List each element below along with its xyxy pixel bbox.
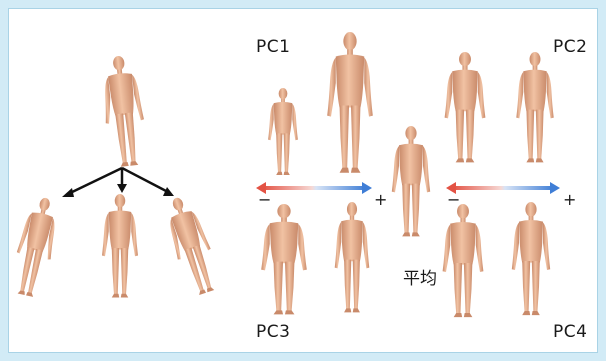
pose-figure-left xyxy=(8,194,62,298)
minus-sign-right: − xyxy=(447,190,460,209)
arrow-left-minus-plus xyxy=(256,182,372,194)
pc1-plus-figure xyxy=(327,32,373,173)
pc4-label: PC4 xyxy=(553,322,587,342)
pc1-label: PC1 xyxy=(256,37,290,57)
average-label: 平均 xyxy=(403,264,437,289)
pc2-plus-figure xyxy=(516,52,553,162)
pc3-plus-figure xyxy=(335,202,370,312)
pc2-label: PC2 xyxy=(553,37,587,57)
pc2-minus-figure xyxy=(445,52,486,162)
plus-sign-left: + xyxy=(374,190,387,209)
pose-arrows xyxy=(62,168,174,197)
pose-figure-right xyxy=(160,193,224,298)
pose-figure-center xyxy=(102,194,138,298)
pc4-minus-figure xyxy=(443,204,484,317)
pose-figure-top xyxy=(99,54,149,168)
average-figure xyxy=(392,126,430,236)
arrow-right-minus-plus xyxy=(446,182,560,194)
plus-sign-right: + xyxy=(563,190,576,209)
minus-sign-left: − xyxy=(258,190,271,209)
pc3-minus-figure xyxy=(261,204,307,314)
pc3-label: PC3 xyxy=(256,322,290,342)
pc1-minus-figure xyxy=(268,88,298,175)
pc4-plus-figure xyxy=(512,202,550,315)
